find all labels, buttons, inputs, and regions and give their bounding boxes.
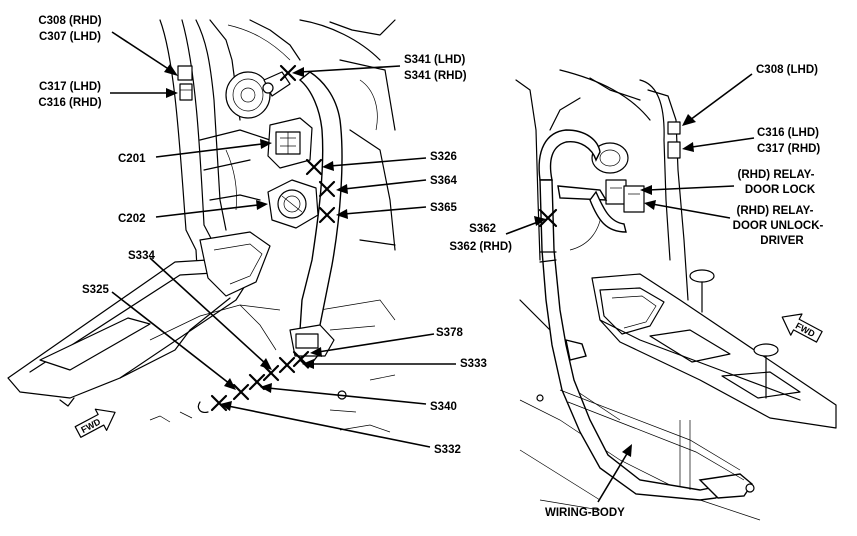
label-relay-unlock-line1: (RHD) RELAY- <box>737 205 814 217</box>
label-c316-lhd: C316 (LHD) <box>757 127 819 139</box>
right-sill-panel <box>591 273 837 429</box>
left-sill-panel <box>7 231 281 407</box>
right-fwd-arrow-icon: FWD <box>781 313 823 343</box>
label-relay-lock-line2: DOOR LOCK <box>745 184 816 196</box>
left-labels: C308 (RHD) C307 (LHD) C317 (LHD) C316 (R… <box>38 15 486 456</box>
left-fwd-arrow-icon: FWD <box>74 408 116 438</box>
label-s365: S365 <box>430 202 457 214</box>
right-push-pins <box>689 269 779 399</box>
label-s362-rhd: S362 (RHD) <box>449 241 512 253</box>
splice-x-s341 <box>279 64 297 82</box>
label-s325: S325 <box>82 284 109 296</box>
label-s364: S364 <box>430 175 457 187</box>
splice-x-s362 <box>538 208 558 228</box>
label-s332: S332 <box>434 444 461 456</box>
label-s341-lhd: S341 (LHD) <box>404 54 466 66</box>
right-floor-track <box>536 389 755 493</box>
label-s326: S326 <box>430 151 457 163</box>
label-c308-rhd: C308 (RHD) <box>38 15 101 27</box>
label-relay-unlock-line2: DOOR UNLOCK- <box>733 220 824 232</box>
splice-x-s378 <box>278 356 296 374</box>
label-s340: S340 <box>430 401 457 413</box>
label-relay-lock-line1: (RHD) RELAY- <box>738 169 815 181</box>
splice-x-s325 <box>232 383 250 401</box>
splice-x-s326 <box>305 158 323 176</box>
right-grommet <box>591 142 629 174</box>
label-s378: S378 <box>436 327 463 339</box>
label-c316-rhd: C316 (RHD) <box>38 97 101 109</box>
right-body-structure <box>515 69 761 521</box>
label-c308-lhd: C308 (LHD) <box>756 64 818 76</box>
label-wiring-body: WIRING-BODY <box>545 507 625 519</box>
right-splice-marks <box>538 208 558 228</box>
left-grommet <box>225 71 291 119</box>
label-c317-lhd: C317 (LHD) <box>39 81 101 93</box>
c201-connector <box>267 117 313 169</box>
left-splice-marks <box>210 64 336 412</box>
left-pillar-connectors <box>177 65 193 101</box>
left-body-structure <box>159 19 396 381</box>
splice-x-s364 <box>318 180 336 198</box>
label-s362: S362 <box>469 223 496 235</box>
label-s334: S334 <box>128 250 155 262</box>
label-c307-lhd: C307 (LHD) <box>39 31 101 43</box>
right-labels: C308 (LHD) C316 (LHD) C317 (RHD) (RHD) R… <box>449 64 823 519</box>
label-relay-unlock-line3: DRIVER <box>760 235 804 247</box>
splice-x-s332 <box>210 394 228 412</box>
right-view: FWD C308 (LHD) C316 (LHD) C317 (RHD) (RH… <box>449 64 837 521</box>
label-c202: C202 <box>118 213 146 225</box>
right-relays <box>605 179 645 213</box>
label-s341-rhd: S341 (RHD) <box>404 70 467 82</box>
right-leader-lines <box>505 73 755 503</box>
label-c317-rhd: C317 (RHD) <box>757 143 820 155</box>
splice-x-s365 <box>318 206 336 224</box>
label-s333: S333 <box>460 358 487 370</box>
s378-connector <box>289 324 335 357</box>
left-view: FWD C308 (RHD) C307 (LHD) C317 (LHD) C31… <box>7 15 487 456</box>
c202-connector <box>267 179 319 229</box>
right-harness <box>538 129 753 501</box>
label-c201: C201 <box>118 153 146 165</box>
splice-x-s334 <box>262 364 280 382</box>
left-leader-lines <box>110 31 456 448</box>
right-pillar-connectors <box>667 121 681 159</box>
